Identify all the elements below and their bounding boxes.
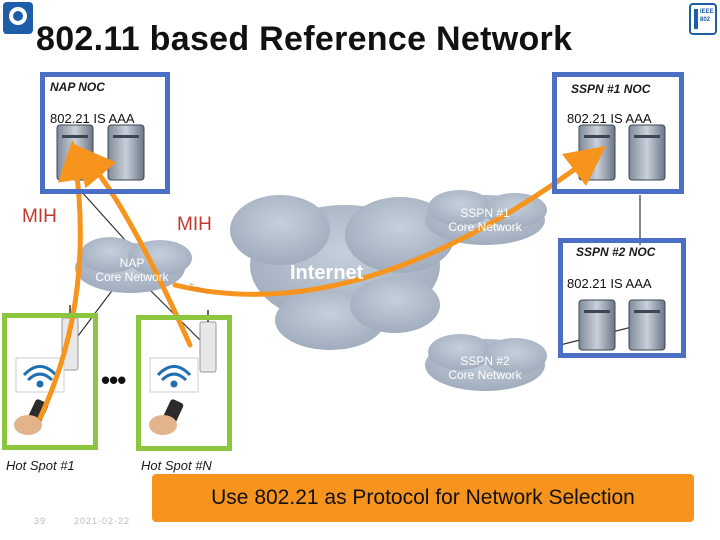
wifi-icon-n — [149, 357, 199, 393]
internet-label: Internet — [290, 262, 364, 284]
hotspot-1-box — [2, 313, 98, 450]
nap-core-label: NAP Core Network — [92, 256, 172, 284]
ieee-logo-left — [3, 2, 33, 34]
nap-noc-box — [40, 72, 170, 194]
sspn1-core-line2: Core Network — [448, 220, 522, 234]
sspn2-aaa-label: 802.21 IS AAA — [567, 276, 652, 291]
sspn2-noc-label: SSPN #2 NOC — [576, 245, 656, 259]
sspn2-servers — [578, 299, 666, 351]
ieee-logo-right-text: IEEE 802 — [700, 9, 714, 23]
sspn1-noc-box — [552, 72, 684, 194]
sspn2-core-line1: SSPN #2 — [460, 354, 510, 368]
sspn2-core-line2: Core Network — [448, 368, 522, 382]
sspn1-core-line1: SSPN #1 — [460, 206, 510, 220]
nap-core-line2: Core Network — [95, 270, 169, 284]
signaling-arrows — [37, 140, 607, 421]
mih-label-center: MIH — [177, 214, 212, 235]
footer-date: 2021-02-22 — [74, 516, 131, 526]
sspn1-aaa-label: 802.21 IS AAA — [567, 111, 652, 126]
sspn1-noc-label: SSPN #1 NOC — [571, 82, 651, 96]
nap-core-line1: NAP — [119, 256, 145, 270]
sspn1-core-label: SSPN #1 Core Network — [444, 206, 526, 234]
protocol-banner: Use 802.21 as Protocol for Network Selec… — [152, 474, 694, 522]
sspn2-core-label: SSPN #2 Core Network — [444, 354, 526, 382]
hotspot-1-label: Hot Spot #1 — [6, 458, 75, 473]
page-title: 802.11 based Reference Network — [36, 20, 573, 58]
ieee-logo-left-text: IEEE — [4, 29, 20, 36]
hotspot-n-label: Hot Spot #N — [141, 458, 212, 473]
hotspot-ellipsis: ••• — [101, 365, 126, 395]
hotspot-n-box — [136, 315, 232, 451]
mih-label-left: MIH — [22, 206, 57, 227]
sspn2-core-cloud — [425, 334, 547, 391]
nap-aaa-label: 802.21 IS AAA — [50, 111, 135, 126]
phone-icon-n — [149, 399, 184, 435]
footer-page-number: 39 — [34, 516, 47, 526]
ieee-logo-right — [689, 3, 717, 35]
sspn2-noc-box — [558, 238, 686, 358]
protocol-banner-text: Use 802.21 as Protocol for Network Selec… — [211, 486, 635, 509]
nap-noc-label: NAP NOC — [50, 80, 105, 94]
